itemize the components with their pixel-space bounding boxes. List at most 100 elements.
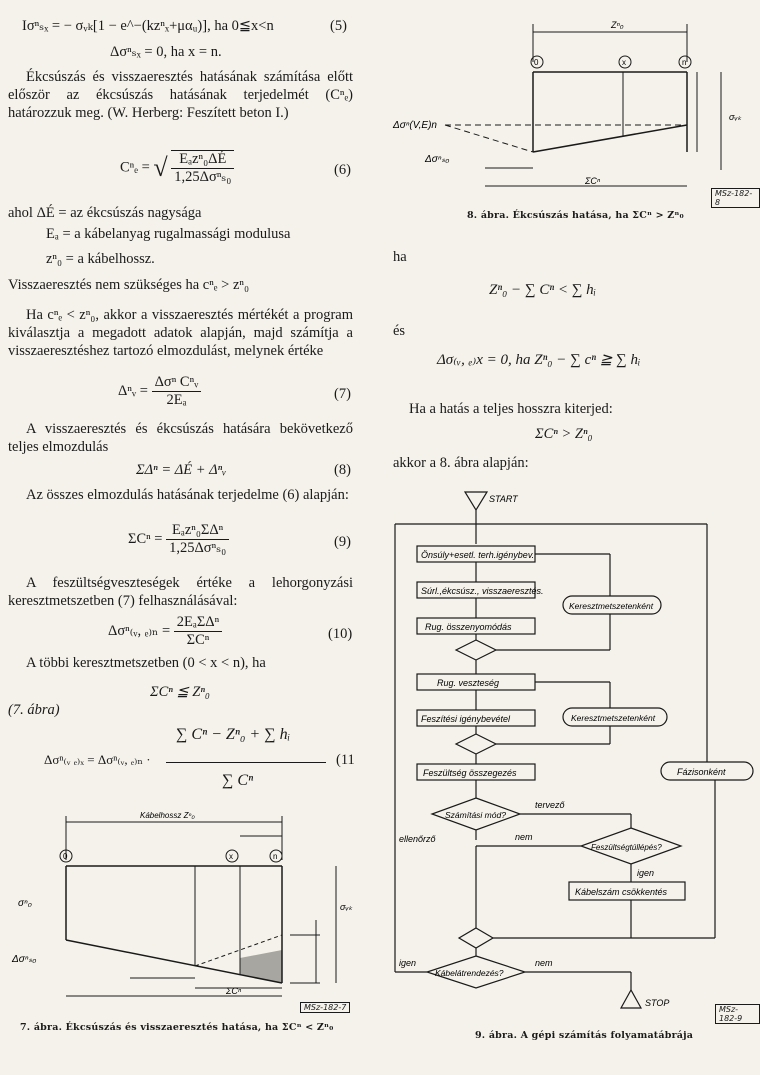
text-akkor: akkor a 8. ábra alapján: [393, 455, 529, 471]
box6-label: Feszültség összegezés [423, 768, 517, 778]
f7-sigma0-label: σⁿ₀ [18, 898, 32, 909]
equation-5a: Iσⁿₛₓ = − σᵥₖ[1 − e^−(kzⁿₓ+μαᵤ)], ha 0≦x… [22, 18, 274, 34]
lbl-ellenorzo: ellenőrző [399, 834, 437, 844]
equation-r1: Zⁿ₀ − ∑ Cⁿ < ∑ hᵢ [489, 282, 597, 298]
f7-kabelhossz-label: Kábelhossz Zⁿ₀ [140, 811, 195, 820]
equation-9-denominator: 1,25Δσⁿₛ₀ [169, 540, 227, 556]
f8-dsig-ve-label: Δσⁿ(V,E)n [392, 120, 437, 131]
paragraph-tobbi-keresztmetszet: A többi keresztmetszetben (0 < x < n), h… [26, 655, 266, 671]
f7-section-n-label: n [273, 852, 277, 861]
figure-8-caption: 8. ábra. Ékcsúszás hatása, ha ΣCⁿ > Zⁿ₀ [467, 210, 684, 221]
text-hatas: Ha a hatás a teljes hosszra kiterjed: [409, 401, 613, 417]
box3-label: Rug. összenyomódás [425, 622, 512, 632]
lbl-tervezo: tervező [535, 800, 566, 810]
f7-svk-label: σᵥₖ [340, 902, 353, 912]
equation-9-number: (9) [334, 534, 351, 550]
equation-7: Δⁿᵥ = Δσⁿ Cⁿᵥ 2Eₐ [118, 374, 202, 409]
oval3-label: Fázisonként [677, 767, 726, 777]
equation-6-denominator: 1,25Δσⁿₛ₀ [174, 169, 232, 185]
equation-11-denominator: ∑ Cⁿ [222, 772, 254, 789]
equation-11-numerator: ∑ Cⁿ − Zⁿ₀ + ∑ hᵢ [176, 726, 291, 743]
equation-11-lhs: Δσⁿ₍ᵥ ₑ₎ₓ = Δσⁿ₍ᵥ, ₑ₎ₙ · [44, 752, 151, 767]
f7-dsigma-label: Δσⁿₛ₀ [11, 954, 36, 965]
equation-r2: Δσ₍ᵥ, ₑ₎x = 0, ha Zⁿ₀ − ∑ cⁿ ≧ ∑ hᵢ [437, 352, 641, 368]
equation-9-numerator: Eₐzⁿ₀ΣΔⁿ [166, 522, 230, 540]
equation-10-numerator: 2EₐΣΔⁿ [173, 614, 223, 632]
equation-11-fraction-line [166, 762, 326, 763]
figure-7-diagram: Kábelhossz Zⁿ₀ 0 x n σⁿ₀ Δσⁿₛ₀ σᵥₖ ΣCⁿ [11, 811, 353, 997]
equation-r3: ΣCⁿ > Zⁿ₀ [535, 426, 593, 442]
definition-ek: ahol ΔÉ = az ékcsúszás nagysága [8, 205, 202, 221]
figure-9-caption: 9. ábra. A gépi számítás folyamatábrája [475, 1030, 694, 1041]
equation-6-number: (6) [334, 162, 351, 178]
f8-section-0-label: 0 [534, 58, 539, 67]
equation-5-number: (5) [330, 18, 347, 34]
equation-7-number: (7) [334, 386, 351, 402]
box1-label: Önsúly+esetl. terh.igénybev. [421, 550, 534, 560]
box2-label: Súrl.,ékcsúsz., visszaeresztés. [421, 586, 544, 596]
equation-6-numerator: Eₐzⁿ₀ΔÉ [171, 151, 235, 169]
lbl-nem-1: nem [515, 832, 533, 842]
start-label: START [489, 494, 519, 504]
equation-8-number: (8) [334, 462, 351, 478]
f8-section-n-label: n [682, 58, 686, 67]
definition-z0: zⁿ₀ = a kábelhossz. [46, 251, 155, 267]
equation-8: ΣΔⁿ = ΔÉ + Δⁿᵥ [136, 462, 227, 478]
box7-label: Kábelszám csökkentés [575, 887, 668, 897]
figure-9-tag: MSz-182-9 [715, 1004, 760, 1024]
f7-section-0-label: 0 [63, 852, 68, 861]
equation-6: Cⁿₑ = √ Eₐzⁿ₀ΔÉ 1,25Δσⁿₛ₀ [120, 150, 235, 186]
equation-5b: Δσⁿₛₓ = 0, ha x = n. [110, 44, 222, 60]
diamond-b [454, 733, 498, 755]
figure-8-tag: MSz-182-8 [711, 188, 760, 208]
lbl-igen-1: igen [637, 868, 654, 878]
diamond-c [457, 927, 495, 949]
oval2-label: Keresztmetszetenként [571, 713, 656, 723]
equation-9: ΣCⁿ = Eₐzⁿ₀ΣΔⁿ 1,25Δσⁿₛ₀ [128, 522, 230, 557]
dec2-label: Feszültségtúllépés? [591, 843, 662, 852]
f8-sumc-label: ΣCⁿ [584, 176, 601, 186]
stop-triangle [619, 988, 643, 1009]
dec3-frame [425, 955, 527, 989]
figure-7-reference: (7. ábra) [8, 702, 60, 718]
dec3-label: Kábelátrendezés? [435, 968, 504, 978]
equation-11-number: (11 [336, 752, 355, 768]
definition-ea: Eₐ = a kábelanyag rugalmassági modulusa [46, 226, 291, 242]
f7-sumc-label: ΣCⁿ [225, 986, 242, 996]
dec1-label: Számítási mód? [445, 810, 506, 820]
equation-sum-c: ΣCⁿ ≦ Zⁿ₀ [150, 684, 210, 700]
paragraph-ekcsuszas: Ékcsúszás és visszaeresztés hatásának sz… [8, 69, 353, 121]
paragraph-feszultsegveszteseg: A feszültségveszteségek értéke a lehorgo… [8, 575, 353, 609]
f8-svk-label: σᵥₖ [729, 112, 742, 122]
text-es: és [393, 323, 406, 339]
f7-dashed-line [194, 934, 283, 967]
figure-9-flowchart: START STOP Önsúly+esetl. terh.igénybev. … [394, 491, 754, 1009]
equation-10-number: (10) [328, 626, 353, 642]
box5-label: Feszítési igénybevétel [421, 714, 511, 724]
text-ha: ha [393, 249, 407, 265]
equation-7-numerator: Δσⁿ Cⁿᵥ [151, 374, 202, 392]
paragraph-visszaeresztes: Ha cⁿₑ < zⁿ₀, akkor a visszaeresztés mér… [8, 307, 353, 359]
paragraph-osszes-elmozdulas: Az összes elmozdulás hatásának terjedelm… [26, 487, 349, 503]
f8-dashed-slope [444, 124, 534, 153]
paragraph-teljes-elmozdulas: A visszaeresztés és ékcsúszás hatására b… [8, 421, 353, 455]
figure-7-tag: MSz-182-7 [300, 1002, 351, 1013]
f8-section-x-label: x [622, 58, 626, 67]
figure-8-diagram: 0 x n Δσⁿ(V,E)n Δσⁿₛ₀ σᵥₖ ΣCⁿ Zⁿ₀ [392, 20, 742, 187]
figure-7-caption: 7. ábra. Ékcsúszás és visszaeresztés hat… [20, 1022, 334, 1033]
f8-dsig-s0-label: Δσⁿₛ₀ [424, 154, 449, 165]
diamond-a [454, 639, 498, 661]
equation-7-denominator: 2Eₐ [166, 392, 187, 408]
box4-label: Rug. veszteség [437, 678, 499, 688]
lbl-igen-2: igen [399, 958, 416, 968]
visszaeresztes-condition: Visszaeresztés nem szükséges ha cⁿₑ > zⁿ… [8, 277, 250, 293]
f7-section-x-label: x [229, 852, 233, 861]
equation-10: Δσⁿ₍ᵥ, ₑ₎ₙ = 2EₐΣΔⁿ ΣCⁿ [108, 614, 223, 649]
box7-frame [568, 881, 686, 901]
equation-10-denominator: ΣCⁿ [186, 632, 210, 648]
oval1-label: Keresztmetszetenként [569, 601, 654, 611]
f7-bottom-line [65, 939, 283, 984]
equation-10-lhs: Δσⁿ₍ᵥ, ₑ₎ₙ = [108, 622, 171, 639]
lbl-nem-2: nem [535, 958, 553, 968]
start-triangle [463, 491, 489, 512]
